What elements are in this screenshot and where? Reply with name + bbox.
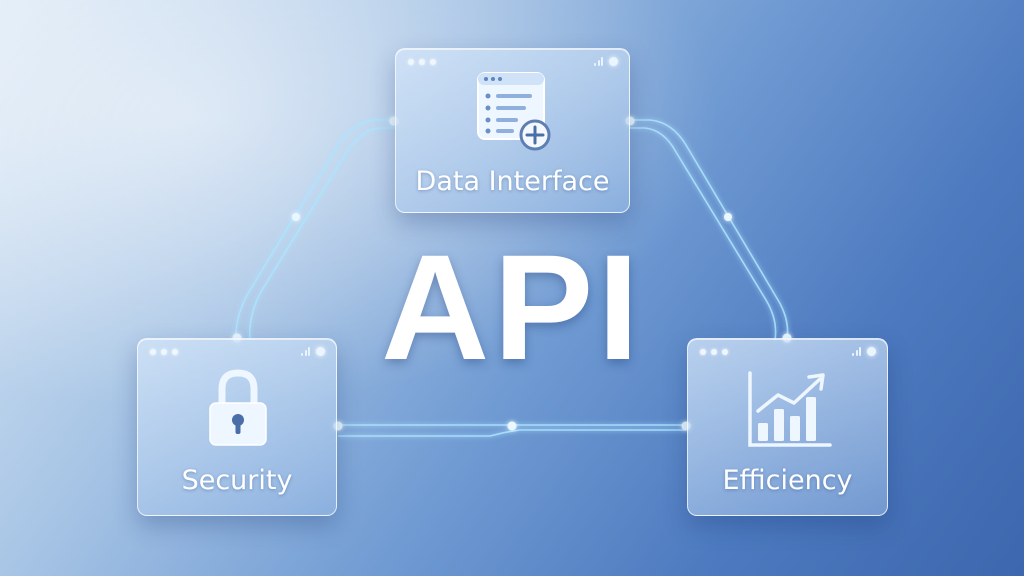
data-list-add-icon: [477, 72, 551, 151]
link-security-efficiency-lower: [338, 429, 686, 437]
signal-icon: [852, 347, 861, 356]
junction-dot: [292, 213, 300, 221]
padlock-icon: [209, 369, 267, 446]
window-status: [594, 57, 618, 66]
junction-dot: [507, 421, 517, 431]
window-dots: [700, 349, 728, 355]
link-interface-efficiency-inner: [630, 127, 777, 341]
window-dots: [408, 59, 436, 65]
data-interface-card: Data Interface: [395, 48, 630, 213]
data-interface-label: Data Interface: [415, 166, 610, 197]
signal-icon: [301, 347, 310, 356]
link-interface-efficiency-outer: [630, 119, 789, 341]
growth-chart-icon: [748, 371, 832, 447]
link-interface-security-inner: [248, 127, 394, 341]
efficiency-label: Efficiency: [722, 465, 853, 496]
junction-dot: [724, 213, 732, 221]
status-dot: [609, 57, 618, 66]
link-interface-security-outer: [235, 119, 394, 341]
window-status: [301, 347, 325, 356]
api-title: API: [380, 223, 644, 391]
window-status: [852, 347, 876, 356]
security-card: Security: [137, 338, 337, 516]
signal-icon: [594, 57, 603, 66]
security-label: Security: [181, 465, 293, 496]
window-dots: [150, 349, 178, 355]
efficiency-card: Efficiency: [687, 338, 888, 516]
status-dot: [316, 347, 325, 356]
status-dot: [867, 347, 876, 356]
